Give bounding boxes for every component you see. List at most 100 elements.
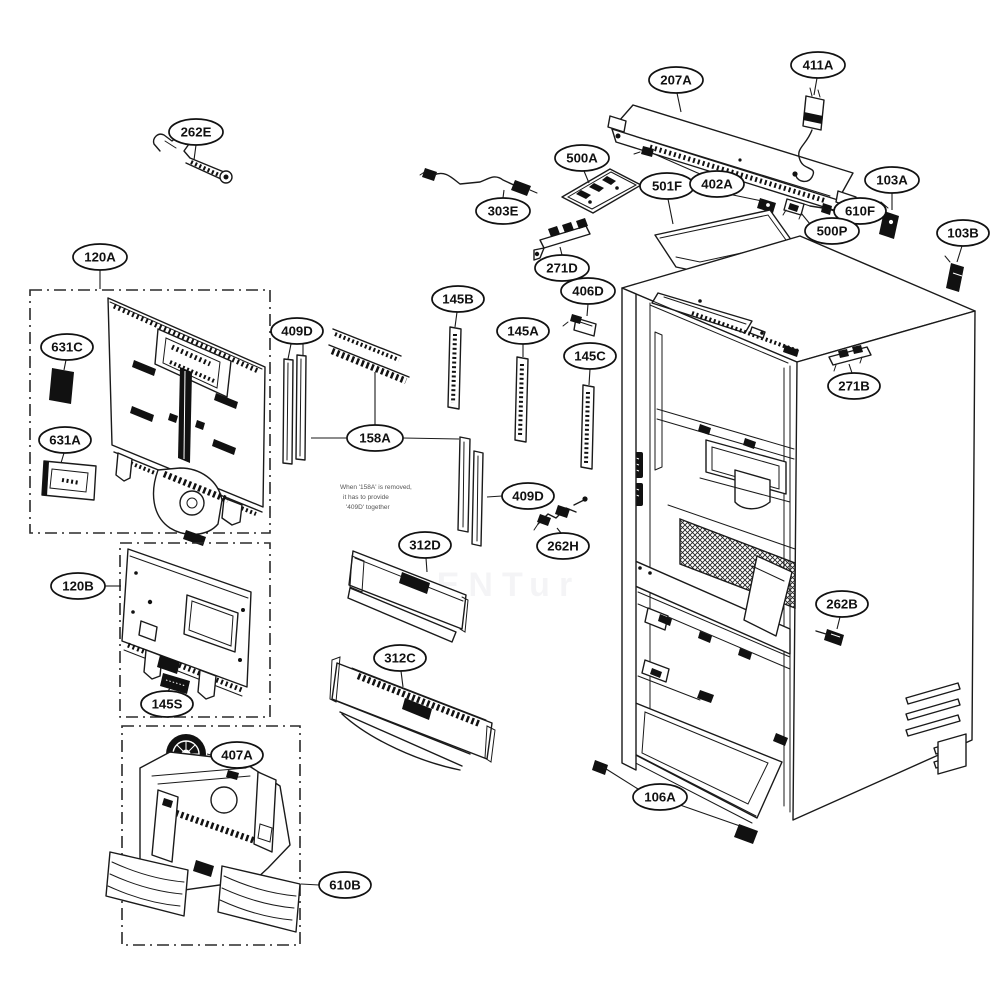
- callout-leader-103B: [956, 245, 963, 263]
- callout-label-145C: 145C: [574, 349, 606, 364]
- callout-leader-262E: [193, 144, 197, 161]
- callout-label-411A: 411A: [803, 58, 834, 73]
- callout-leader-409D-right: [486, 495, 503, 498]
- callout-bubble-103B: [936, 219, 990, 247]
- part-312c-drawer-rail: [329, 656, 496, 771]
- part-145s: [160, 673, 190, 694]
- part-631c: [49, 368, 74, 404]
- callout-label-409D-left: 409D: [281, 324, 313, 339]
- callout-bubble-312D: [398, 531, 452, 559]
- callout-bubble-409D-left: [270, 317, 324, 345]
- callout-label-631C: 631C: [51, 340, 83, 355]
- callout-leader-271B: [848, 363, 853, 374]
- callout-610B: 610B: [300, 871, 372, 899]
- callout-bubble-262B: [815, 590, 869, 618]
- callout-leader-500P: [800, 212, 811, 225]
- part-402a-clips: [633, 146, 776, 213]
- callout-bubble-271D: [534, 254, 590, 282]
- part-106a-feet: [592, 760, 758, 844]
- part-303e-harness: [419, 168, 538, 196]
- callout-leader-406D: [586, 303, 589, 317]
- callout-label-409D-right: 409D: [512, 489, 544, 504]
- callout-145C: 145C: [563, 342, 617, 386]
- part-158a-diagonal-rails: [328, 328, 410, 385]
- callout-label-207A: 207A: [660, 73, 692, 88]
- callout-bubble-103A: [864, 166, 920, 194]
- callout-label-402A: 402A: [701, 177, 733, 192]
- part-500a-pcb: [561, 168, 642, 214]
- part-158a-strips-right: [457, 436, 484, 547]
- callout-label-407A: 407A: [221, 748, 253, 763]
- callout-bubble-207A: [648, 66, 704, 94]
- callout-bubble-411A: [790, 51, 846, 79]
- callout-bubble-145C: [563, 342, 617, 370]
- callout-label-262H: 262H: [547, 539, 579, 554]
- part-120b-back-panel: [121, 548, 252, 700]
- callout-leader-312D: [425, 557, 428, 573]
- callout-631A: 631A: [38, 426, 92, 464]
- callout-106A: 106A: [602, 766, 741, 827]
- callout-leader-610F: [827, 208, 835, 212]
- group-610b: [105, 725, 301, 946]
- callout-262H: 262H: [536, 527, 590, 560]
- callout-bubble-145B: [431, 285, 485, 313]
- vent-slats: [905, 682, 967, 775]
- callout-label-501F: 501F: [652, 179, 682, 194]
- callout-158A: 158A: [311, 372, 460, 452]
- part-120a-fan-scroll: [152, 467, 230, 546]
- callout-label-262B: 262B: [826, 597, 858, 612]
- svg-text:When '158A' is removed,: When '158A' is removed,: [340, 484, 412, 491]
- callout-leader-610B: [300, 883, 320, 886]
- svg-text:'409D' together: '409D' together: [346, 504, 391, 511]
- callout-label-271B: 271B: [838, 379, 870, 394]
- callout-207A: 207A: [648, 66, 704, 113]
- callout-bubble-500A: [554, 144, 610, 172]
- callout-610F: 610F: [827, 197, 887, 225]
- callout-312D: 312D: [398, 531, 452, 573]
- callout-bubble-158A: [346, 424, 404, 452]
- deflector-left: [105, 851, 189, 917]
- callout-bubble-409D-right: [501, 482, 555, 510]
- callout-leader-409D-left: [287, 343, 292, 360]
- callout-label-106A: 106A: [644, 790, 676, 805]
- part-145b-strip: [447, 326, 462, 410]
- callout-271D: 271D: [534, 246, 590, 282]
- callout-bubble-106A: [632, 783, 688, 811]
- callout-leader-411A: [813, 77, 818, 96]
- callout-label-262E: 262E: [181, 125, 212, 140]
- callout-bubble-610F: [833, 197, 887, 225]
- callout-145B: 145B: [431, 285, 485, 328]
- callout-label-103A: 103A: [876, 173, 908, 188]
- part-500p-clip: [782, 198, 805, 220]
- callout-262B: 262B: [815, 590, 869, 630]
- callout-303E: 303E: [475, 189, 531, 225]
- callout-312C: 312C: [373, 644, 427, 688]
- callout-bubble-271B: [827, 372, 881, 400]
- callout-bubble-402A: [689, 170, 745, 198]
- part-145a-strip: [514, 356, 529, 443]
- callout-leader-145C: [588, 368, 591, 386]
- group-120a: [29, 289, 271, 546]
- callout-label-271D: 271D: [546, 261, 578, 276]
- callout-bubble-145S: [140, 690, 194, 718]
- part-271d-bracket: [533, 218, 591, 261]
- callout-103B: 103B: [936, 219, 990, 263]
- callout-406D: 406D: [560, 277, 616, 317]
- callout-120B: 120B: [50, 572, 121, 600]
- callout-leader-207A: [676, 92, 682, 113]
- part-103b-bracket: [944, 255, 964, 292]
- part-262h-bracket: [533, 496, 588, 531]
- callout-103A: 103A: [864, 166, 920, 210]
- callout-label-312C: 312C: [384, 651, 416, 666]
- part-145c-strip: [580, 384, 595, 470]
- callout-bubble-406D: [560, 277, 616, 305]
- callout-label-145B: 145B: [442, 292, 474, 307]
- callout-407A: 407A: [206, 741, 264, 769]
- part-312d-drawer-rail: [347, 550, 469, 643]
- callout-bubble-120A: [72, 243, 128, 271]
- callout-leader-262B: [836, 616, 841, 630]
- part-409d-strips-left: [282, 354, 307, 465]
- callout-500P: 500P: [800, 212, 860, 245]
